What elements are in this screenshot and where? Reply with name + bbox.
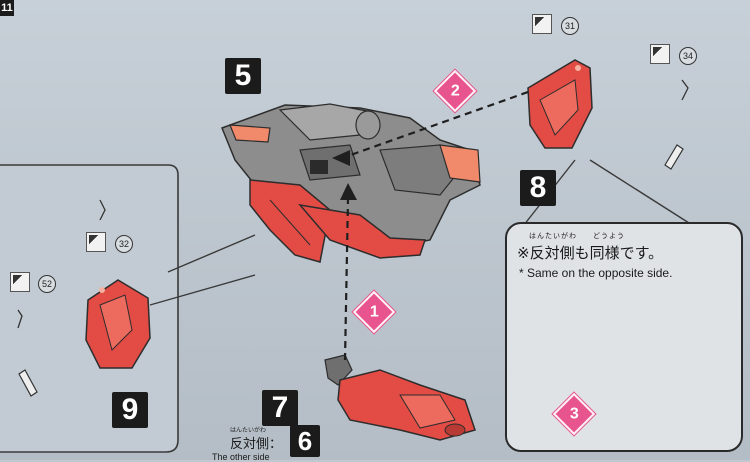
part-label-6: 6 bbox=[290, 425, 320, 457]
part-label-7: 7 bbox=[262, 390, 298, 426]
runner-tag-icon bbox=[650, 44, 670, 64]
other-side-english: The other side bbox=[212, 452, 270, 462]
other-side-ruby: はんたいがわ bbox=[230, 427, 267, 434]
part-8 bbox=[527, 59, 593, 149]
callout-english-note: * Same on the opposite side. bbox=[519, 266, 673, 280]
badge-31: 31 bbox=[561, 17, 579, 35]
badge-34: 34 bbox=[679, 47, 697, 65]
other-side-japanese: 反対側： bbox=[230, 437, 283, 452]
badge-52: 52 bbox=[38, 275, 56, 293]
runner-tag-icon bbox=[86, 232, 106, 252]
part-5-body bbox=[221, 103, 481, 263]
part-label-5: 5 bbox=[225, 58, 261, 94]
part-label-8: 8 bbox=[520, 170, 556, 206]
opposite-side-callout: はんたいがわ どうよう ※反対側も同様です。 * Same on the opp… bbox=[505, 222, 743, 452]
runner-tag-icon bbox=[10, 272, 30, 292]
badge-32: 32 bbox=[115, 235, 133, 253]
callout-ruby: はんたいがわ どうよう bbox=[529, 232, 625, 240]
runner-tag-icon bbox=[532, 14, 552, 34]
part-7 bbox=[324, 354, 476, 441]
step-3-marker: 3 bbox=[552, 392, 596, 436]
callout-japanese-note: ※反対側も同様です。 bbox=[517, 244, 664, 262]
page-number: 11 bbox=[0, 0, 14, 16]
part-label-9: 9 bbox=[112, 392, 148, 428]
part-9 bbox=[85, 279, 151, 369]
other-side-label: はんたいがわ 反対側： The other side bbox=[212, 425, 282, 462]
